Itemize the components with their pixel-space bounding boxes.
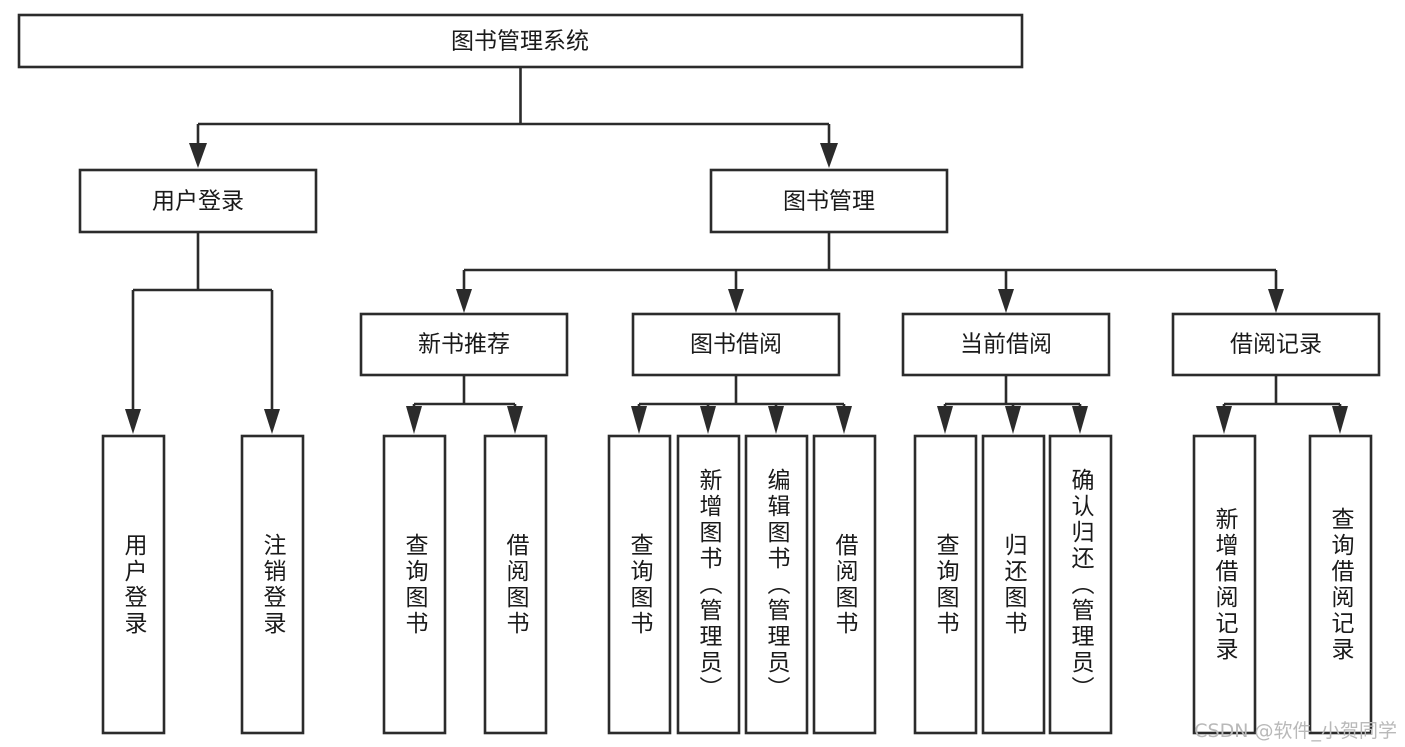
leaf-br-query-record-label: 查询借阅记录: [1327, 507, 1355, 663]
node-root-book-management-system[interactable]: 图书管理系统: [17, 13, 1024, 69]
node-current-borrow-label: 当前借阅: [960, 332, 1052, 358]
arrow-head-nb-leaf2: [507, 406, 523, 434]
node-new-book-recommend-box[interactable]: [359, 312, 569, 377]
node-book-management-box[interactable]: [709, 168, 949, 234]
leaf-node-cb-confirm-return[interactable]: 确认归还（管理员）: [1048, 434, 1113, 735]
arrow-head-br-leaf1: [1216, 406, 1232, 434]
arrow-head-borrow-record: [1268, 289, 1284, 313]
leaf-node-cb-return-book[interactable]: 归还图书: [981, 434, 1046, 735]
leaf-cb-return-book-label: 归还图书: [1000, 533, 1028, 637]
leaf-node-br-add-record[interactable]: 新增借阅记录: [1192, 434, 1257, 735]
leaf-br-query-record-box[interactable]: [1308, 434, 1373, 735]
leaf-nb-query-book-box[interactable]: [382, 434, 447, 735]
arrow-head-br-leaf2: [1332, 406, 1348, 434]
leaf-node-bb-query-book[interactable]: 查询图书: [607, 434, 672, 735]
leaf-bb-add-book-label: 新增图书（管理员）: [695, 468, 723, 702]
leaf-bb-borrow-book-box[interactable]: [812, 434, 877, 735]
node-borrow-record[interactable]: 借阅记录: [1171, 312, 1381, 377]
connector-group-bookborrow-to-leaves: [631, 375, 852, 434]
connector-group-borrowrecord-to-leaves: [1216, 375, 1348, 434]
connector-group-bookmanage-to-level2: [456, 232, 1284, 313]
leaf-cb-confirm-return-label: 确认归还（管理员）: [1067, 468, 1095, 702]
leaf-br-add-record-box[interactable]: [1192, 434, 1257, 735]
leaf-node-bb-edit-book[interactable]: 编辑图书（管理员）: [744, 434, 809, 735]
leaf-cb-query-book-box[interactable]: [913, 434, 978, 735]
leaf-bb-borrow-book-label: 借阅图书: [831, 533, 859, 637]
leaf-node-cb-query-book[interactable]: 查询图书: [913, 434, 978, 735]
node-book-borrow-label: 图书借阅: [690, 332, 782, 358]
arrow-head-cb-leaf3: [1072, 406, 1088, 434]
leaf-nb-borrow-book-box[interactable]: [483, 434, 548, 735]
arrow-head-current-borrow: [998, 289, 1014, 313]
arrow-head-bb-leaf1: [631, 406, 647, 434]
leaf-node-logout[interactable]: 注销登录: [240, 434, 305, 735]
leaf-cb-confirm-return-box[interactable]: [1048, 434, 1113, 735]
connector-group-currentborrow-to-leaves: [937, 375, 1088, 434]
arrow-head-leaf-logout: [264, 409, 280, 434]
leaf-user-login-box[interactable]: [101, 434, 166, 735]
arrow-head-bb-leaf2: [700, 406, 716, 434]
node-book-borrow-box[interactable]: [631, 312, 841, 377]
node-user-login-box[interactable]: [78, 168, 318, 234]
node-book-management[interactable]: 图书管理: [709, 168, 949, 234]
leaf-cb-return-book-box[interactable]: [981, 434, 1046, 735]
leaf-node-nb-query-book[interactable]: 查询图书: [382, 434, 447, 735]
leaf-user-login-label: 用户登录: [120, 533, 148, 637]
arrow-head-bb-leaf4: [836, 406, 852, 434]
connector-group-root-to-level1: [189, 67, 838, 168]
leaf-bb-query-book-box[interactable]: [607, 434, 672, 735]
leaf-node-user-login[interactable]: 用户登录: [101, 434, 166, 735]
node-book-borrow[interactable]: 图书借阅: [631, 312, 841, 377]
leaf-nb-borrow-book-label: 借阅图书: [502, 533, 530, 637]
node-current-borrow-box[interactable]: [901, 312, 1111, 377]
node-user-login[interactable]: 用户登录: [78, 168, 318, 234]
leaf-node-br-query-record[interactable]: 查询借阅记录: [1308, 434, 1373, 735]
node-new-book-recommend-label: 新书推荐: [418, 332, 510, 358]
leaf-br-add-record-label: 新增借阅记录: [1211, 507, 1239, 663]
arrow-head-nb-leaf1: [406, 406, 422, 434]
arrow-head-leaf-user-login: [125, 409, 141, 434]
arrow-head-new-book: [456, 289, 472, 313]
arrow-head-cb-leaf1: [937, 406, 953, 434]
leaf-bb-add-book-box[interactable]: [676, 434, 741, 735]
leaf-logout-label: 注销登录: [259, 533, 287, 637]
leaf-node-nb-borrow-book[interactable]: 借阅图书: [483, 434, 548, 735]
leaf-node-bb-add-book[interactable]: 新增图书（管理员）: [676, 434, 741, 735]
arrow-head-book-borrow: [728, 289, 744, 313]
leaf-bb-edit-book-box[interactable]: [744, 434, 809, 735]
node-root-box[interactable]: [17, 13, 1024, 69]
arrow-head-cb-leaf2: [1005, 406, 1021, 434]
arrow-head-book-manage: [820, 143, 838, 168]
node-new-book-recommend[interactable]: 新书推荐: [359, 312, 569, 377]
leaf-bb-edit-book-label: 编辑图书（管理员）: [763, 468, 791, 702]
node-current-borrow[interactable]: 当前借阅: [901, 312, 1111, 377]
arrow-head-bb-leaf3: [768, 406, 784, 434]
leaf-bb-query-book-label: 查询图书: [626, 533, 654, 637]
leaf-node-bb-borrow-book[interactable]: 借阅图书: [812, 434, 877, 735]
node-borrow-record-label: 借阅记录: [1230, 332, 1322, 358]
connector-group-userlogin-to-leaves: [125, 232, 280, 434]
node-borrow-record-box[interactable]: [1171, 312, 1381, 377]
arrow-head-user-login: [189, 143, 207, 168]
node-book-management-label: 图书管理: [783, 189, 875, 215]
leaf-logout-box[interactable]: [240, 434, 305, 735]
leaf-nb-query-book-label: 查询图书: [401, 533, 429, 637]
node-root-label: 图书管理系统: [451, 29, 589, 55]
connector-group-newbook-to-leaves: [406, 375, 523, 434]
node-user-login-label: 用户登录: [152, 189, 244, 215]
leaf-cb-query-book-label: 查询图书: [932, 533, 960, 637]
